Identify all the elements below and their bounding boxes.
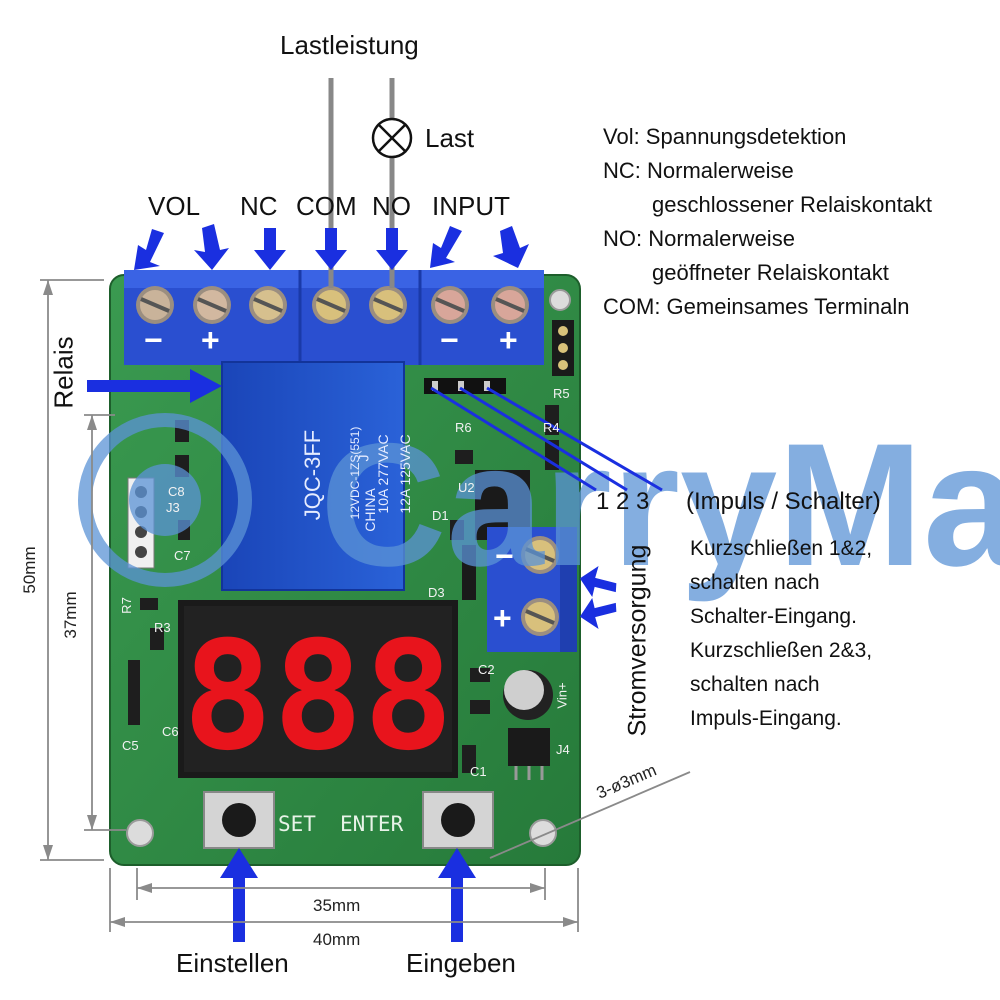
- terminal-input-plus: +: [499, 322, 518, 358]
- dimension-width-inner: 35mm: [313, 896, 361, 915]
- power-plus: +: [493, 600, 512, 636]
- legend-no-2: geöffneter Relaiskontakt: [652, 260, 889, 285]
- display-digits: 888: [183, 610, 454, 784]
- pcb-label: U2: [458, 480, 475, 495]
- note-line: schalten nach: [690, 673, 820, 696]
- pcb-set-text: SET: [278, 812, 316, 836]
- legend-com: COM: Gemeinsames Terminaln: [603, 294, 910, 319]
- pcb-label: C8: [168, 484, 185, 499]
- relay-model: JQC-3FF: [300, 429, 325, 521]
- power-arrow-plus: [579, 598, 617, 629]
- watermark-logo: [78, 413, 252, 587]
- pcb-enter-text: ENTER: [340, 812, 404, 836]
- terminal-label-vol: VOL: [148, 191, 201, 221]
- power-minus: −: [495, 538, 514, 574]
- mount-hole-left: [126, 819, 154, 847]
- relay-rating-2: 12A 125VAC: [397, 434, 413, 514]
- pcb-label: R4: [543, 420, 560, 435]
- button-enter-switch[interactable]: [422, 791, 494, 849]
- jumper-pins: [424, 378, 506, 394]
- note-line: Schalter-Eingang.: [690, 605, 857, 628]
- dimension-lines: [40, 279, 691, 932]
- jumper-title: (Impuls / Schalter): [686, 488, 881, 515]
- pcb-label: C5: [122, 738, 139, 753]
- legend-no-1: NO: Normalerweise: [603, 226, 795, 251]
- button-arrow-right-head: [438, 848, 476, 878]
- button-set-label: Einstellen: [176, 948, 289, 978]
- pcb-label: R3: [154, 620, 171, 635]
- legend-nc-2: geschlossener Relaiskontakt: [652, 192, 933, 217]
- pcb-label: C7: [174, 548, 191, 563]
- terminal-label-no: NO: [372, 191, 411, 221]
- pcb-label: R6: [455, 420, 472, 435]
- seven-segment-display: [178, 600, 458, 778]
- ic-chip: [462, 545, 476, 600]
- note-line: Impuls-Eingang.: [690, 707, 842, 730]
- terminal-label-nc: NC: [240, 191, 278, 221]
- relay-suffix: J: [355, 454, 372, 462]
- terminal-arrows: [134, 224, 529, 270]
- jumper-line-3: [486, 386, 663, 492]
- dimension-height-inner: 37mm: [61, 591, 80, 639]
- jumper-line-1: [430, 386, 597, 492]
- terminal-screws: [136, 286, 529, 324]
- pcb-label: C6: [162, 724, 179, 739]
- terminal-vol-minus: −: [144, 322, 163, 358]
- lamp-icon: [371, 117, 413, 159]
- terminal-label-com: COM: [296, 191, 357, 221]
- power-supply-label: Stromversorgung: [623, 544, 652, 737]
- transistor: [508, 728, 550, 766]
- pcb-label: R7: [118, 597, 134, 614]
- relay-label: Relais: [48, 336, 79, 409]
- dimension-arrowheads: [43, 280, 578, 927]
- note-line: Kurzschließen 1&2,: [690, 537, 873, 560]
- load-power-label: Lastleistung: [280, 30, 419, 60]
- relay: [221, 361, 405, 591]
- power-arrow-minus: [579, 566, 617, 597]
- pcb-label: C1: [470, 764, 487, 779]
- pcb-label: Vin+: [554, 682, 570, 709]
- relay-coil: 12VDC-1ZS(551): [348, 426, 362, 520]
- pcb-label: C2: [478, 662, 495, 677]
- pcb-label: J4: [556, 742, 570, 757]
- load-label: Last: [425, 123, 475, 153]
- pcb-label: J3: [166, 500, 180, 515]
- button-enter-label: Eingeben: [406, 948, 516, 978]
- terminal-block-top: [124, 270, 544, 365]
- jumper-notes: Kurzschließen 1&2, schalten nach Schalte…: [690, 532, 872, 736]
- pcb-label: D1: [432, 508, 449, 523]
- mount-hole-top: [549, 289, 571, 311]
- jumper-line-2: [459, 386, 628, 492]
- watermark-text: CarryMart: [320, 408, 1000, 603]
- pcb-label: D3: [428, 585, 445, 600]
- dimension-height-outer: 50mm: [20, 546, 39, 594]
- dimension-width-outer: 40mm: [313, 930, 361, 949]
- pin-header-right: [552, 320, 574, 376]
- jumper-pin-numbers: 1 2 3: [596, 488, 650, 515]
- note-line: Kurzschließen 2&3,: [690, 639, 873, 662]
- legend-vol: Vol: Spannungsdetektion: [603, 124, 847, 149]
- terminal-input-minus: −: [440, 322, 459, 358]
- button-arrow-left-head: [220, 848, 258, 878]
- terminal-label-input: INPUT: [432, 191, 510, 221]
- relay-origin: CHINA: [362, 488, 378, 532]
- mount-hole-right: [529, 819, 557, 847]
- note-line: schalten nach: [690, 571, 820, 594]
- terminal-block-power: [487, 527, 577, 652]
- legend-nc-1: NC: Normalerweise: [603, 158, 794, 183]
- button-set-switch[interactable]: [203, 791, 275, 849]
- relay-arrow: [87, 369, 222, 403]
- pcb-label: R5: [553, 386, 570, 401]
- terminal-vol-plus: +: [201, 322, 220, 358]
